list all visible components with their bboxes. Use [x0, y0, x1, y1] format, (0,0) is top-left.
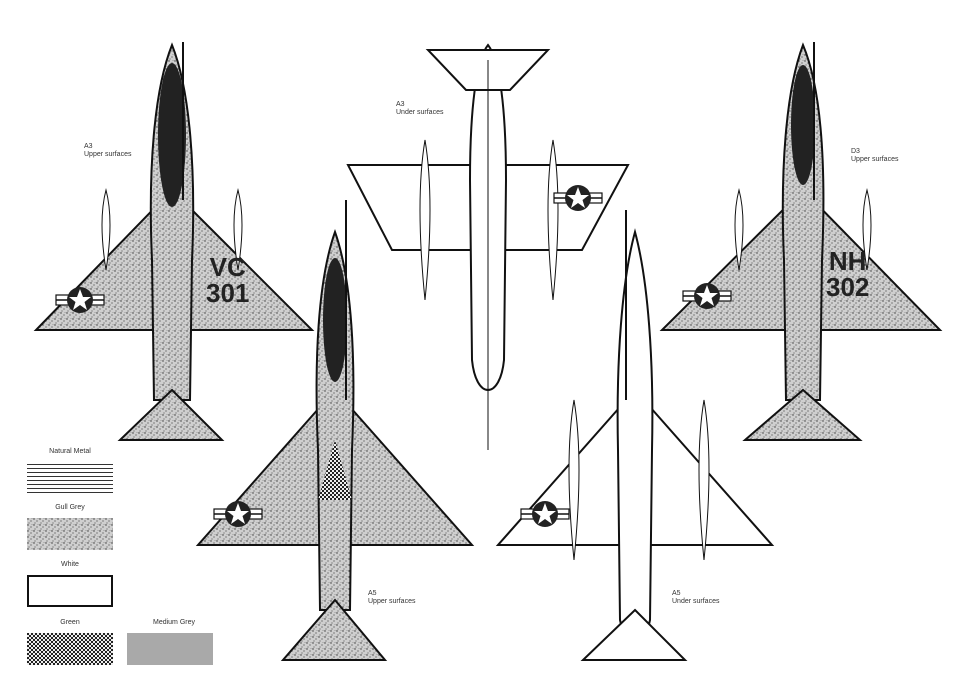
a3-code: VC 301	[206, 254, 249, 306]
view-title: A5	[672, 590, 681, 597]
a3-upper-label: A3 Upper surfaces	[84, 143, 131, 159]
legend-white-swatch	[27, 575, 113, 607]
legend-white-label: White	[61, 561, 79, 568]
legend-medium-grey-swatch	[127, 633, 213, 665]
a5-under-aircraft	[495, 210, 775, 661]
a3-upper-aircraft	[33, 42, 315, 441]
legend-green-swatch	[27, 633, 113, 665]
view-subtitle: Under surfaces	[396, 109, 444, 116]
d3-upper-aircraft	[659, 42, 943, 441]
a3-under-aircraft	[346, 43, 630, 450]
legend-natural-metal-label: Natural Metal	[49, 448, 91, 455]
squadron-code: VC	[209, 252, 246, 282]
view-subtitle: Upper surfaces	[851, 156, 899, 163]
aircraft-number: 301	[206, 278, 250, 308]
view-subtitle: Upper surfaces	[84, 151, 132, 158]
legend-gull-grey-label: Gull Grey	[55, 504, 85, 511]
view-subtitle: Under surfaces	[672, 598, 720, 605]
view-subtitle: Upper surfaces	[368, 598, 416, 605]
d3-upper-label: D3 Upper surfaces	[851, 148, 898, 164]
aircraft-number: 302	[826, 272, 870, 302]
a5-upper-label: A5 Upper surfaces	[368, 590, 415, 606]
squadron-code: NH	[828, 246, 867, 276]
view-title: D3	[851, 148, 860, 155]
a5-upper-aircraft	[195, 200, 475, 661]
a5-under-label: A5 Under surfaces	[672, 590, 719, 606]
view-title: A3	[84, 143, 93, 150]
legend-natural-metal-swatch	[27, 462, 113, 494]
legend-gull-grey-swatch	[27, 518, 113, 550]
d3-code: NH 302	[826, 248, 869, 300]
a3-under-label: A3 Under surfaces	[396, 101, 443, 117]
view-title: A3	[396, 101, 405, 108]
legend-medium-grey-label: Medium Grey	[152, 619, 195, 626]
view-title: A5	[368, 590, 377, 597]
legend-green-label: Green	[60, 619, 80, 626]
